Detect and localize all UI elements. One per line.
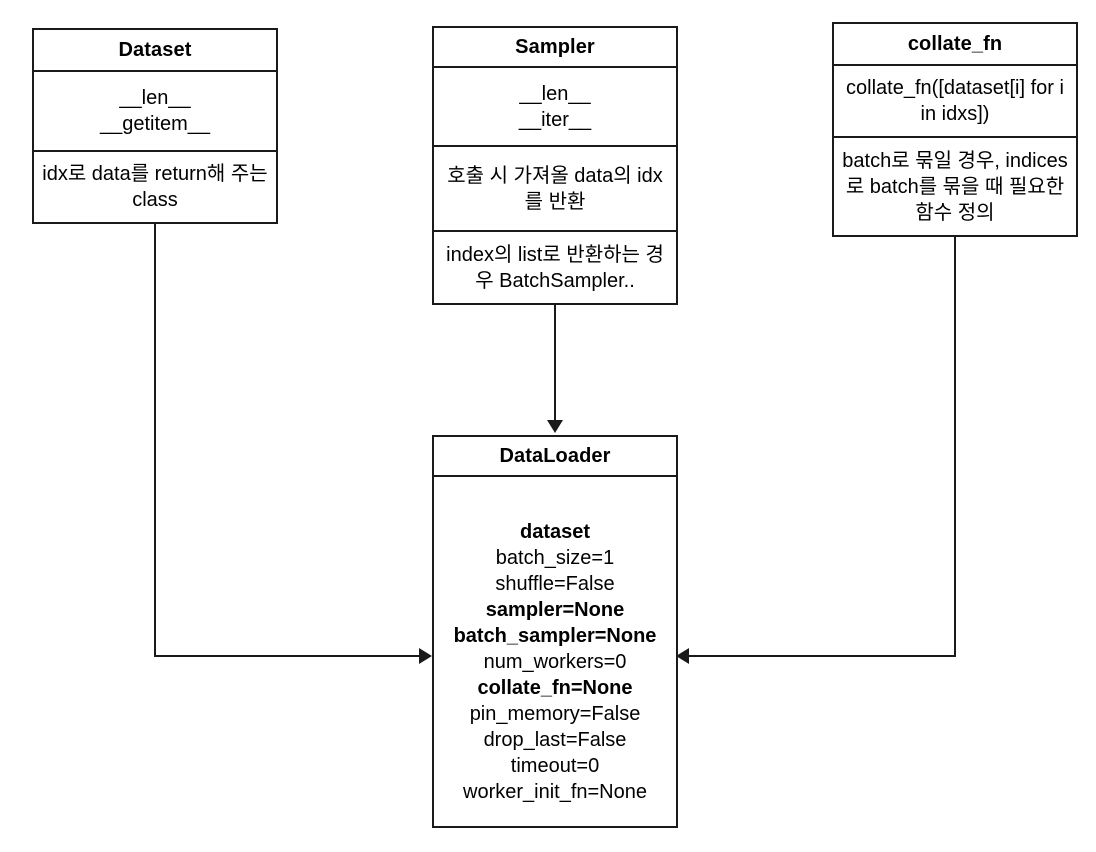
node-dataloader-title: DataLoader	[499, 445, 611, 467]
node-sampler-description: 호출 시 가져올 data의 idx를 반환	[434, 145, 676, 230]
node-dataloader-param-1: batch_size=1	[495, 546, 615, 569]
node-dataset-method-0: __len__	[119, 87, 191, 109]
node-sampler-note: index의 list로 반환하는 경우 BatchSampler..	[434, 230, 676, 303]
node-dataloader-param-6: collate_fn=None	[477, 676, 633, 699]
node-sampler-methods: __len__ __iter__	[434, 66, 676, 145]
edge-collate-fn-vertical	[954, 237, 956, 657]
node-dataloader-param-9: timeout=0	[510, 754, 600, 777]
node-dataset-description-text: idx로 data를 return해 주는 class	[42, 163, 268, 211]
edge-dataset-horizontal	[154, 655, 422, 657]
edge-collate-fn-horizontal	[688, 655, 956, 657]
node-sampler[interactable]: Sampler __len__ __iter__ 호출 시 가져올 data의 …	[432, 26, 678, 305]
node-dataloader-params: dataset batch_size=1 shuffle=False sampl…	[434, 475, 676, 826]
edge-sampler-vertical	[554, 305, 556, 423]
node-dataset-title: Dataset	[118, 39, 192, 61]
node-sampler-header: Sampler	[434, 28, 676, 66]
node-collate-fn-description: batch로 묶일 경우, indices로 batch를 묶을 때 필요한 함…	[834, 136, 1076, 235]
node-sampler-description-text: 호출 시 가져올 data의 idx를 반환	[447, 164, 663, 213]
node-dataloader-param-3: sampler=None	[485, 598, 625, 621]
node-dataloader[interactable]: DataLoader dataset batch_size=1 shuffle=…	[432, 435, 678, 828]
node-dataloader-param-8: drop_last=False	[483, 728, 627, 751]
node-dataloader-param-7: pin_memory=False	[469, 702, 641, 725]
node-collate-fn-title: collate_fn	[907, 33, 1003, 55]
node-dataloader-param-10: worker_init_fn=None	[463, 780, 647, 803]
node-dataloader-param-5: num_workers=0	[483, 650, 627, 673]
node-dataset-description: idx로 data를 return해 주는 class	[34, 150, 276, 222]
node-dataloader-param-4: batch_sampler=None	[453, 624, 657, 647]
node-dataset-method-1: __getitem__	[99, 113, 211, 135]
edge-sampler-arrowhead-icon	[547, 420, 563, 433]
node-sampler-title: Sampler	[515, 36, 595, 58]
node-sampler-method-1: __iter__	[518, 108, 592, 131]
node-collate-fn-signature: collate_fn([dataset[i] for i in idxs])	[834, 64, 1076, 136]
edge-dataset-vertical	[154, 224, 156, 657]
node-sampler-note-text: index의 list로 반환하는 경우 BatchSampler..	[446, 243, 664, 292]
node-dataset[interactable]: Dataset __len__ __getitem__ idx로 data를 r…	[32, 28, 278, 224]
edge-dataset-arrowhead-icon	[419, 648, 432, 664]
node-dataloader-header: DataLoader	[434, 437, 676, 475]
node-sampler-method-0: __len__	[519, 82, 591, 105]
node-dataset-methods: __len__ __getitem__	[34, 70, 276, 150]
edge-collate-fn-arrowhead-icon	[676, 648, 689, 664]
node-dataset-header: Dataset	[34, 30, 276, 70]
node-collate-fn-header: collate_fn	[834, 24, 1076, 64]
node-collate-fn-description-text: batch로 묶일 경우, indices로 batch를 묶을 때 필요한 함…	[842, 149, 1068, 224]
node-dataloader-param-0: dataset	[519, 520, 591, 543]
node-dataloader-param-2: shuffle=False	[495, 572, 615, 595]
node-collate-fn[interactable]: collate_fn collate_fn([dataset[i] for i …	[832, 22, 1078, 237]
node-collate-fn-signature-text: collate_fn([dataset[i] for i in idxs])	[846, 77, 1064, 125]
